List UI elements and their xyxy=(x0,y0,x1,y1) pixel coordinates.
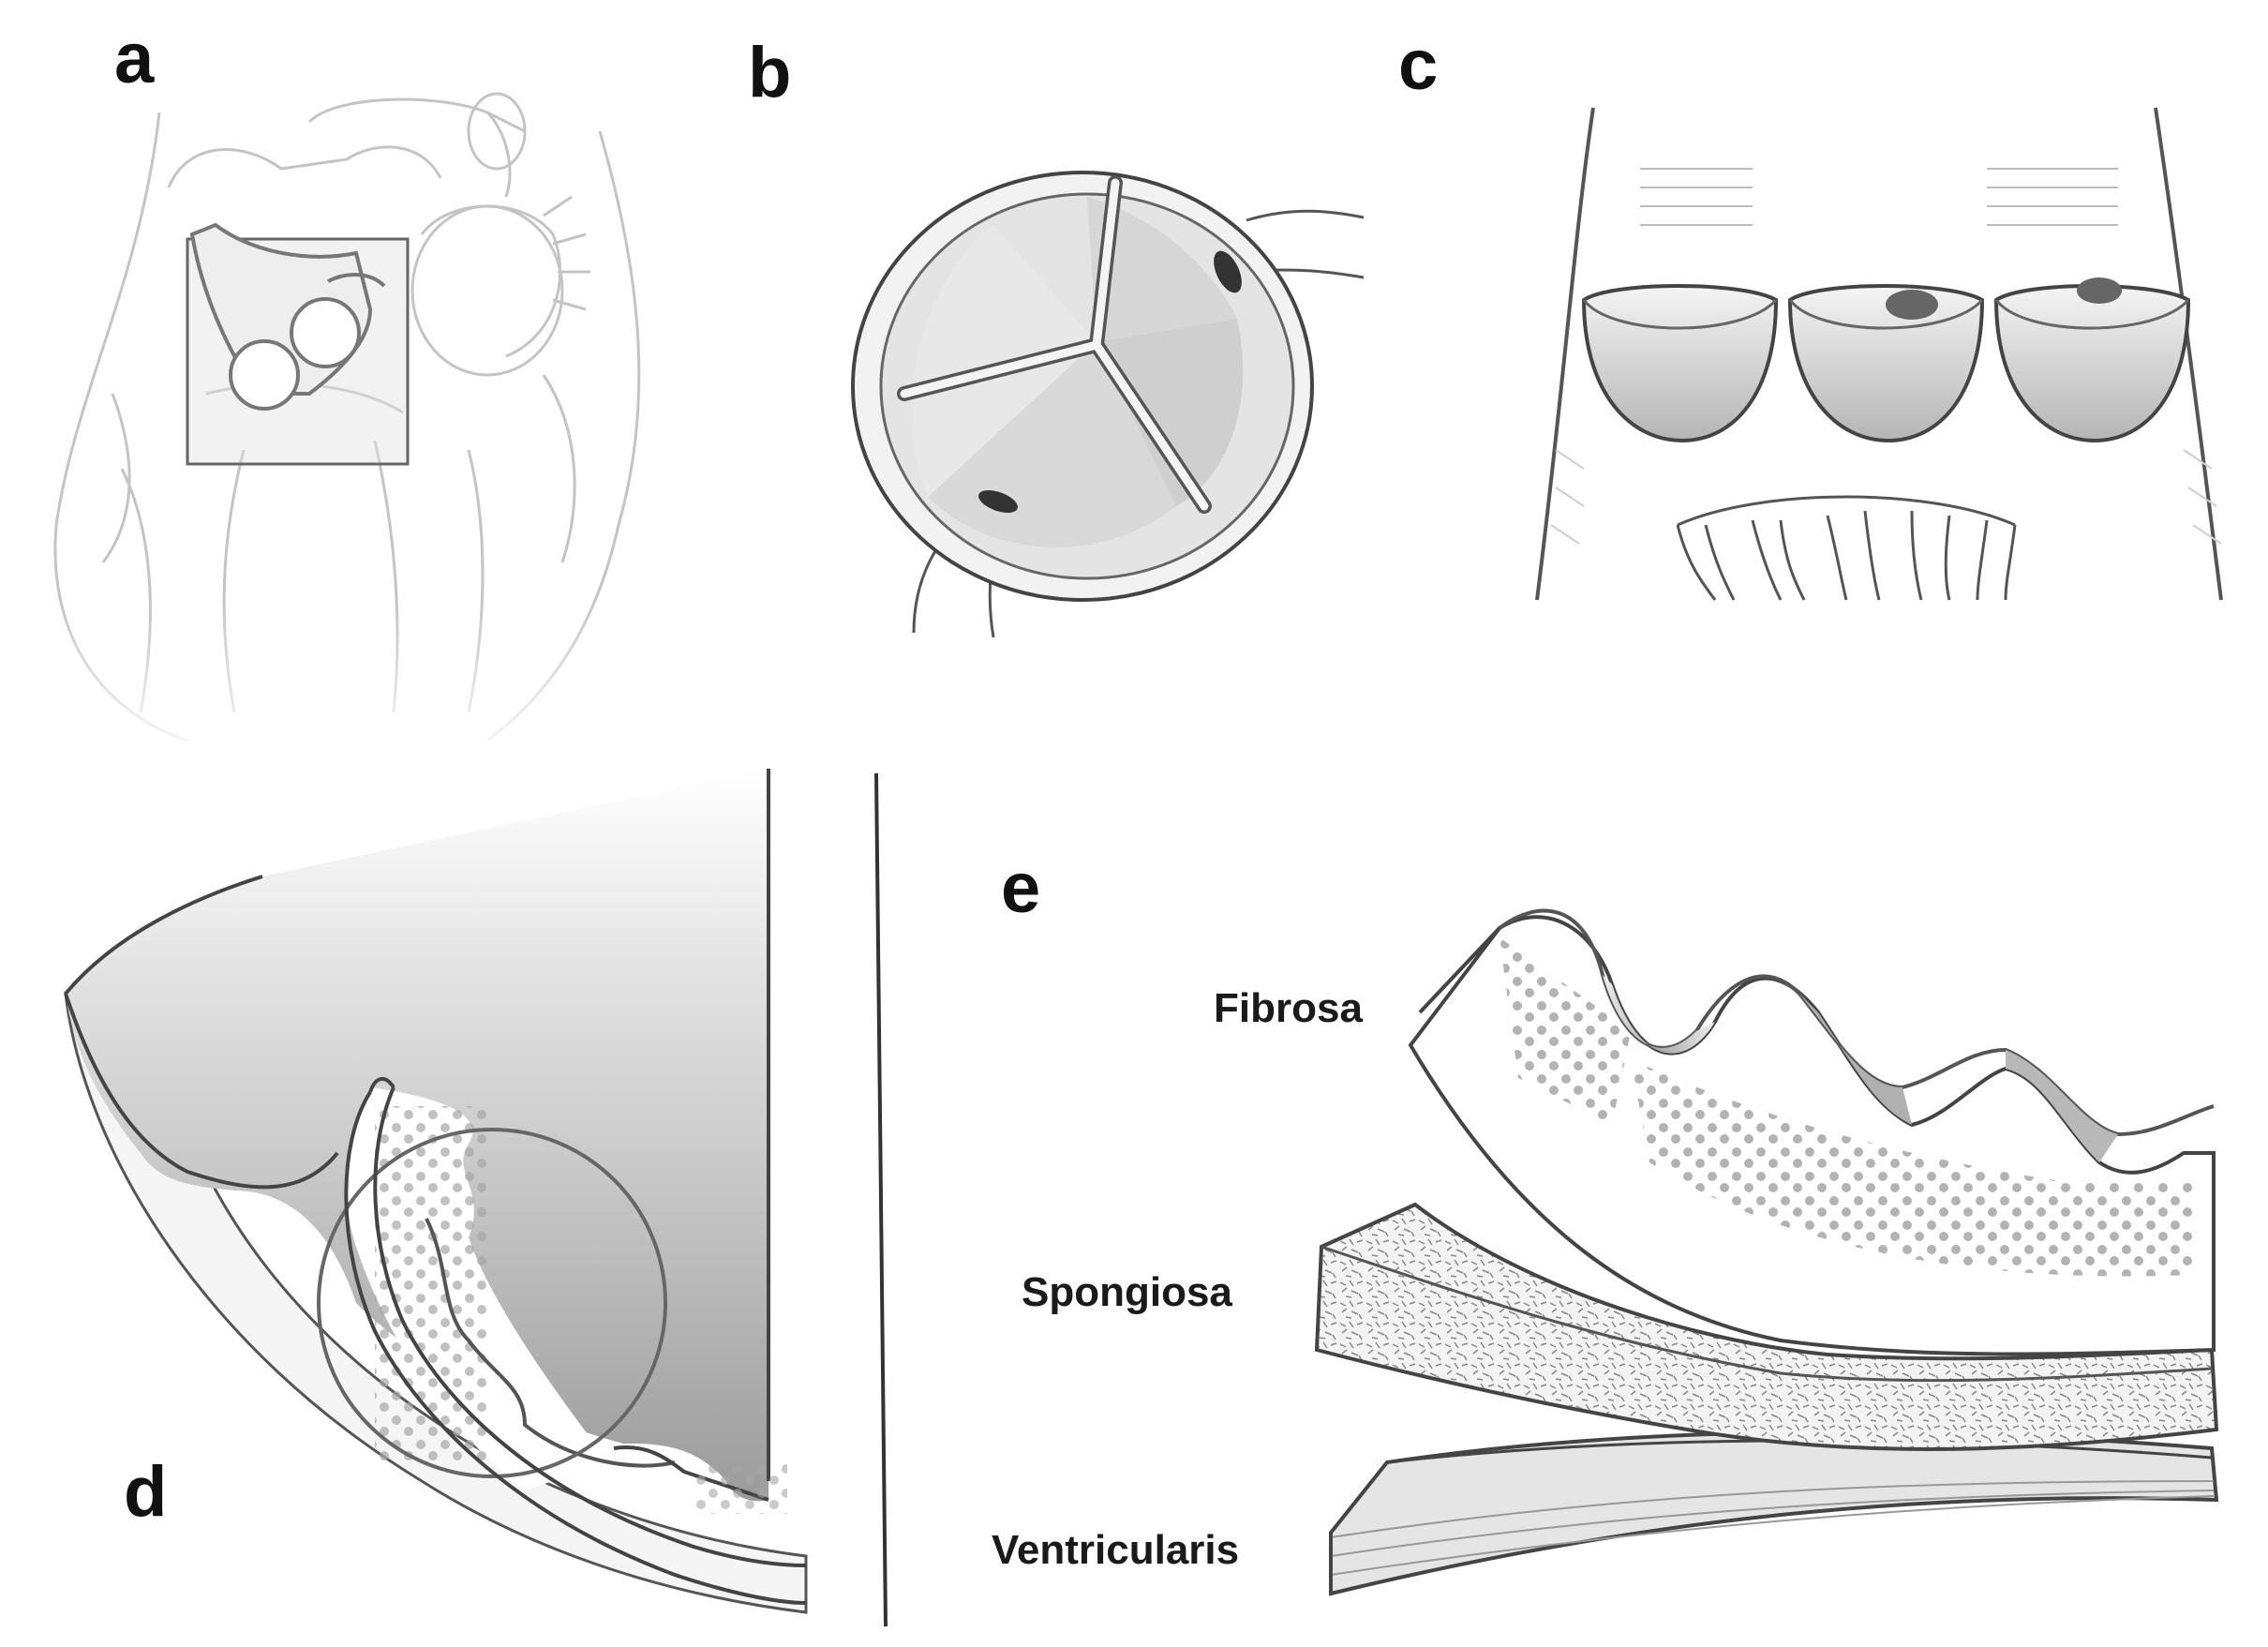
cusp-right xyxy=(1993,277,2191,443)
layer-spongiosa xyxy=(1314,1202,2219,1451)
panel-e-layers xyxy=(1314,908,2219,1596)
panel-divider xyxy=(874,772,888,1627)
panel-d-cusp-section xyxy=(64,769,808,1614)
panel-b-letter: b xyxy=(748,33,791,112)
layer-ventricularis xyxy=(1329,1430,2219,1596)
panel-c-letter: c xyxy=(1398,25,1438,105)
panel-e-letter: e xyxy=(1001,848,1040,928)
panel-a-letter: a xyxy=(114,19,155,98)
layer-fibrosa xyxy=(1408,908,2216,1356)
panel-a-heart xyxy=(37,92,656,769)
label-fibrosa: Fibrosa xyxy=(1214,985,1363,1031)
panel-c-aortic-root xyxy=(1535,107,2223,601)
label-spongiosa: Spongiosa xyxy=(1022,1269,1232,1315)
cusp-middle xyxy=(1787,284,1985,443)
cusp-left xyxy=(1581,284,1779,443)
panel-d-letter: d xyxy=(124,1452,167,1532)
label-ventricularis: Ventricularis xyxy=(992,1527,1239,1573)
panel-b-valve-top-view xyxy=(851,171,1365,638)
